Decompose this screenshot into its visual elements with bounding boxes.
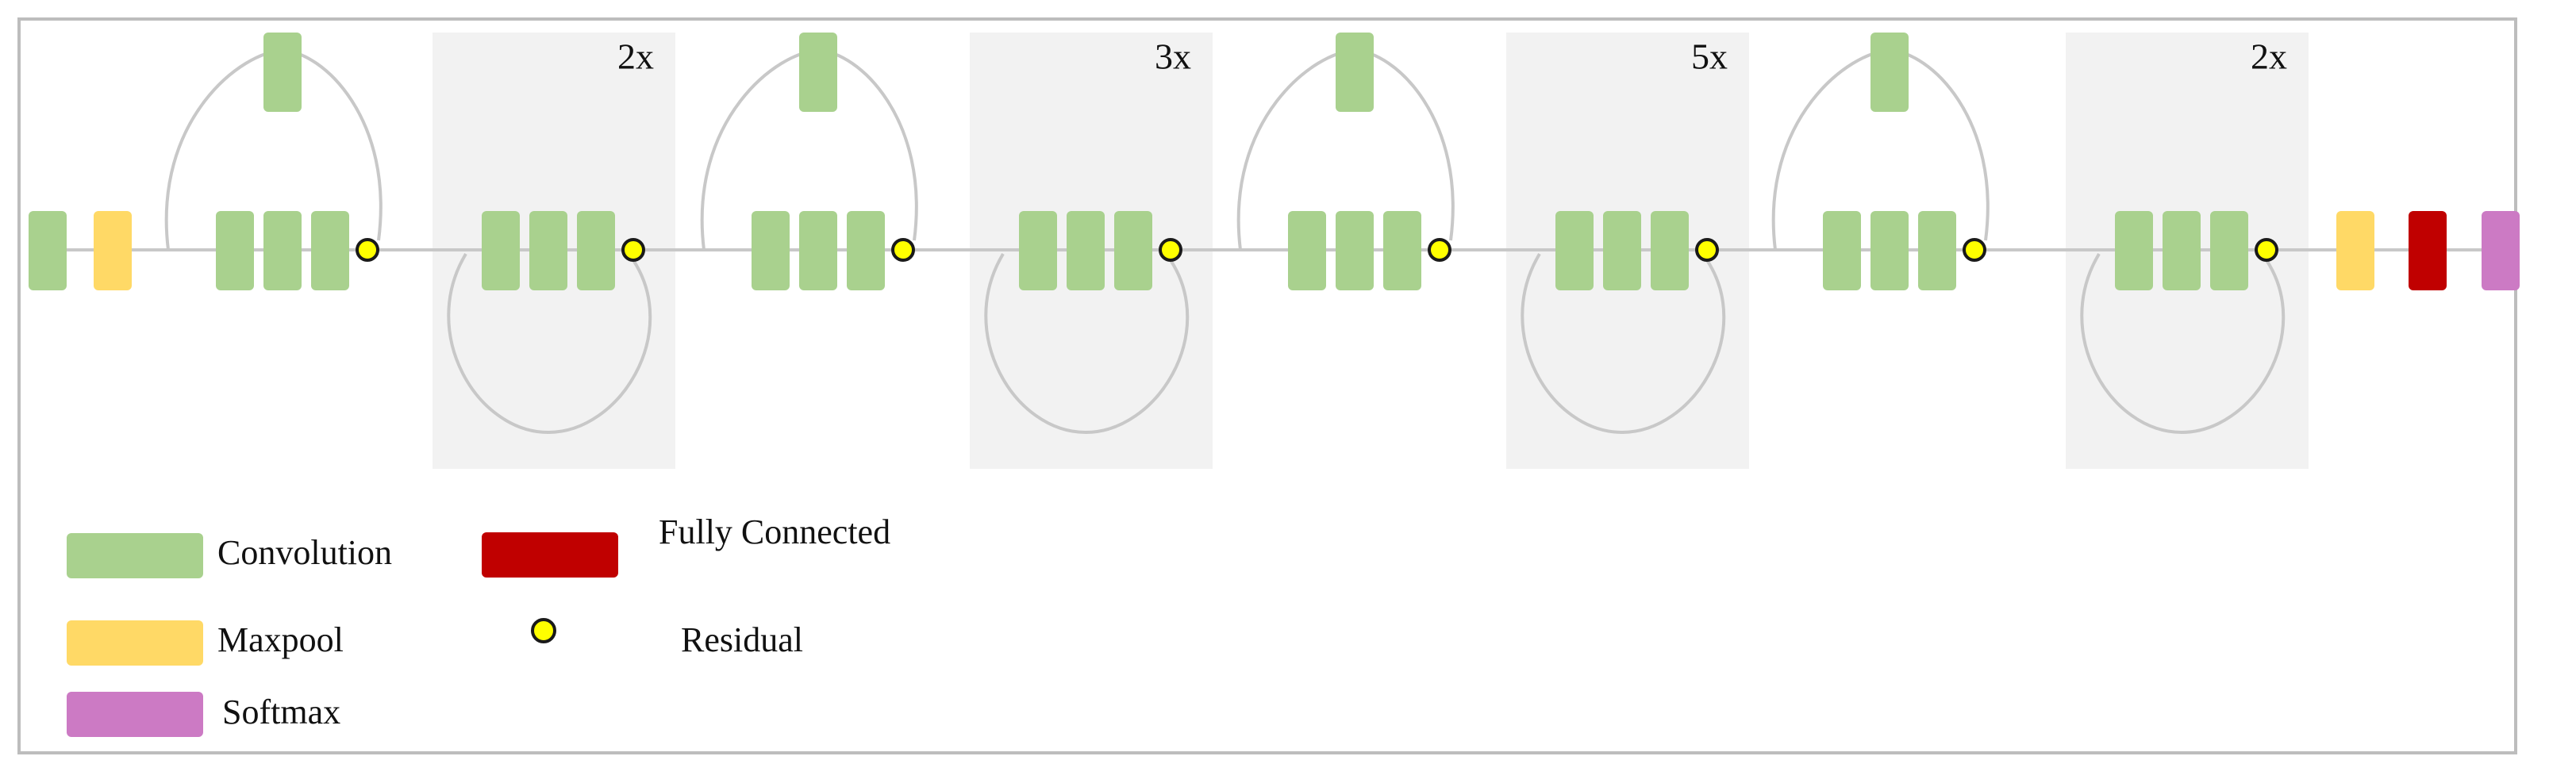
stage-4-repeat-label: 2x	[2251, 36, 2287, 77]
stage-1-projection-conv	[263, 33, 302, 112]
output-maxpool-layer	[2336, 211, 2374, 290]
stage-4-block-conv-3	[1918, 211, 1956, 290]
stage-4-repeat-conv-1	[2115, 211, 2153, 290]
input-maxpool-layer	[94, 211, 132, 290]
stage-1-block-residual-dot	[356, 238, 379, 262]
legend-label-convolution: Convolution	[217, 533, 392, 572]
stage-4-repeat-skip-loop	[2080, 252, 2286, 435]
stage-2-block-conv-1	[752, 211, 790, 290]
legend-label-residual: Residual	[681, 620, 803, 659]
stage-1-repeat-conv-1	[482, 211, 520, 290]
stage-4-block-conv-1	[1823, 211, 1861, 290]
stage-1-block-conv-3	[311, 211, 349, 290]
stage-3-projection-conv	[1336, 33, 1374, 112]
legend-label-softmax: Softmax	[222, 693, 340, 731]
stage-2-repeat-label: 3x	[1155, 36, 1191, 77]
stage-2-block-residual-dot	[891, 238, 915, 262]
stage-3-repeat-label: 5x	[1691, 36, 1728, 77]
stage-1-repeat-skip-loop	[447, 252, 652, 435]
stage-2-repeat-conv-2	[1067, 211, 1105, 290]
legend: Convolution Maxpool Softmax Fully Connec…	[67, 512, 890, 737]
stage-3-repeat-skip-loop	[1521, 252, 1726, 435]
stage-1-repeat-label: 2x	[617, 36, 654, 77]
input-convolution-layer	[29, 211, 67, 290]
legend-swatch-fully-connected	[482, 532, 618, 578]
stage-4-block-conv-2	[1870, 211, 1909, 290]
stage-3-block-conv-1	[1288, 211, 1326, 290]
output-softmax-layer	[2482, 211, 2520, 290]
stage-2-repeat-conv-1	[1019, 211, 1057, 290]
stage-1-repeat-residual-dot	[621, 238, 645, 262]
stage-1-block-conv-2	[263, 211, 302, 290]
stage-3-repeat-conv-3	[1651, 211, 1689, 290]
stage-2-repeat-skip-loop	[984, 252, 1190, 435]
legend-swatch-convolution	[67, 533, 203, 578]
layer-nodes	[29, 33, 2520, 290]
stage-2-projection-conv	[799, 33, 837, 112]
stage-2-block-conv-2	[799, 211, 837, 290]
legend-swatch-maxpool	[67, 620, 203, 666]
stage-1-block-conv-1	[216, 211, 254, 290]
legend-swatch-softmax	[67, 692, 203, 737]
stage-3-block-conv-2	[1336, 211, 1374, 290]
stage-3-block-conv-3	[1383, 211, 1421, 290]
stage-4-repeat-conv-3	[2210, 211, 2248, 290]
stage-3-repeat-conv-2	[1603, 211, 1641, 290]
stage-1-repeat-conv-2	[529, 211, 567, 290]
stage-3-repeat-conv-1	[1555, 211, 1594, 290]
repeat-labels: 2x 3x 5x 2x	[617, 36, 2287, 77]
stage-3-repeat-residual-dot	[1695, 238, 1719, 262]
stage-1-repeat-conv-3	[577, 211, 615, 290]
output-fully-connected-layer	[2409, 211, 2447, 290]
stage-4-repeat-conv-2	[2163, 211, 2201, 290]
stage-2-repeat-residual-dot	[1159, 238, 1182, 262]
stage-4-block-residual-dot	[1963, 238, 1986, 262]
stage-4-repeat-residual-dot	[2255, 238, 2278, 262]
legend-label-maxpool: Maxpool	[217, 620, 344, 659]
stage-2-repeat-conv-3	[1114, 211, 1152, 290]
stage-4-projection-conv	[1870, 33, 1909, 112]
legend-residual-icon	[531, 618, 556, 643]
stage-3-block-residual-dot	[1428, 238, 1451, 262]
legend-label-fully-connected: Fully Connected	[659, 512, 890, 551]
stage-2-block-conv-3	[847, 211, 885, 290]
